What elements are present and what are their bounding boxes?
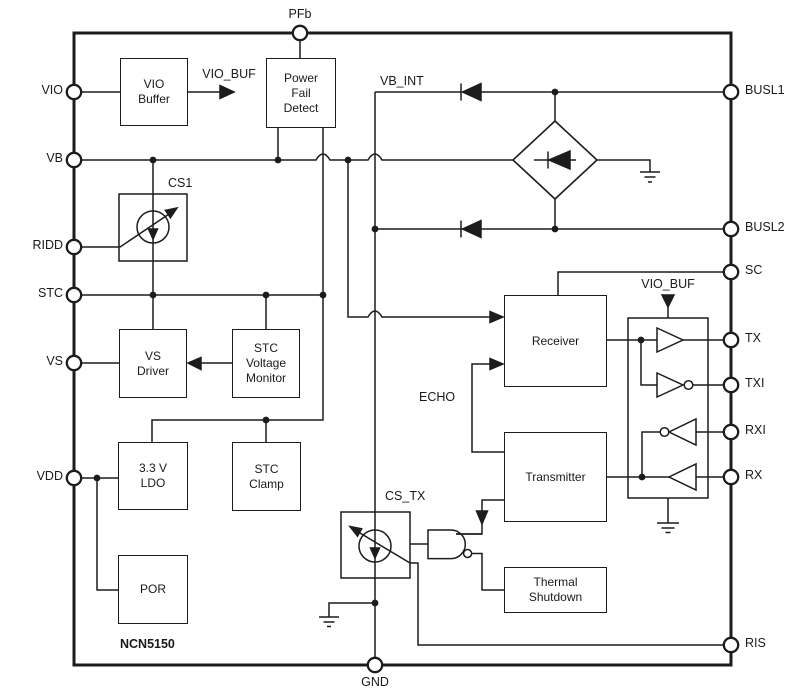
- pin-label-vb: VB: [46, 151, 63, 165]
- block-vs-driver: VS Driver: [119, 329, 187, 398]
- arrowhead-viobuf: [219, 84, 236, 100]
- pin-ris: [722, 636, 740, 654]
- block-vio-buffer: VIO Buffer: [120, 58, 188, 126]
- pin-label-busl2: BUSL2: [745, 220, 785, 234]
- wire-vb-to-receiver: [347, 160, 490, 318]
- ground-buffer-box: [657, 498, 679, 534]
- pin-label-ridd: RIDD: [32, 238, 63, 252]
- wire-rxi-inverted: [641, 431, 660, 477]
- signal-label-vb-int: VB_INT: [380, 74, 424, 88]
- pin-rxi: [722, 423, 740, 441]
- pin-label-vdd: VDD: [36, 469, 63, 483]
- pin-sc: [722, 263, 740, 281]
- pin-label-busl1: BUSL1: [745, 83, 785, 97]
- junction-dots: [93, 88, 646, 607]
- and-gate: [427, 529, 482, 560]
- inverter-rxi: [667, 417, 697, 447]
- pin-vio: [65, 83, 83, 101]
- wire-pfd-to-stc-ldo: [151, 128, 324, 442]
- wire-gate-to-thermal: [471, 552, 504, 591]
- inverter-txi-bubble: [683, 379, 694, 391]
- chip-boundary: [72, 31, 733, 667]
- io-buffer-box: [627, 317, 709, 499]
- block-transmitter: Transmitter: [504, 432, 607, 522]
- ground-bridge: [597, 159, 660, 183]
- pin-label-rx: RX: [745, 468, 763, 482]
- block-ldo: 3.3 V LDO: [118, 442, 188, 510]
- arrowhead-viobuf-right: [660, 294, 676, 309]
- ground-cstx: [319, 602, 375, 628]
- pin-label-sc: SC: [745, 263, 763, 277]
- pin-label-pfb: PFb: [288, 7, 312, 21]
- pin-label-gnd: GND: [361, 675, 389, 689]
- pin-circles: [65, 24, 740, 674]
- signal-label-cs-tx: CS_TX: [385, 489, 426, 503]
- pin-ridd: [65, 238, 83, 256]
- block-receiver: Receiver: [504, 295, 607, 387]
- buffer-tx: [656, 326, 685, 354]
- block-por: POR: [118, 555, 188, 624]
- part-number: NCN5150: [120, 637, 175, 651]
- pin-label-vs: VS: [46, 354, 63, 368]
- block-thermal-shutdown: Thermal Shutdown: [504, 567, 607, 613]
- pin-txi: [722, 376, 740, 394]
- pin-vs: [65, 354, 83, 372]
- pin-label-ris: RIS: [745, 636, 766, 650]
- arrowhead-receiver-input: [489, 310, 505, 324]
- buffer-rx: [667, 462, 697, 492]
- signal-label-echo: ECHO: [419, 390, 456, 404]
- block-stc-clamp: STC Clamp: [232, 442, 301, 511]
- arrowhead-echo: [489, 357, 505, 371]
- diode-busl1: [460, 82, 482, 102]
- block-power-fail-detect: Power Fail Detect: [266, 58, 336, 128]
- pin-label-tx: TX: [745, 331, 761, 345]
- diode-busl2: [460, 219, 482, 239]
- wire-echo: [471, 363, 504, 453]
- pin-label-rxi: RXI: [745, 423, 766, 437]
- inverter-txi: [656, 371, 685, 399]
- wire-receiver-out: [607, 339, 657, 386]
- arrowhead-vs-driver: [186, 356, 202, 371]
- pin-stc: [65, 286, 83, 304]
- block-stc-voltage-monitor: STC Voltage Monitor: [232, 329, 300, 398]
- pin-gnd: [366, 656, 384, 674]
- pin-label-stc: STC: [38, 286, 63, 300]
- inverter-rxi-bubble: [659, 426, 670, 438]
- pin-busl2: [722, 220, 740, 238]
- pin-label-vio: VIO: [41, 83, 63, 97]
- pin-vb: [65, 151, 83, 169]
- pin-label-txi: TXI: [745, 376, 765, 390]
- cs1-current-source: [118, 193, 188, 262]
- cstx-current-source: [340, 511, 411, 579]
- signal-label-cs1: CS1: [168, 176, 193, 190]
- wire-cstx-to-ris: [410, 562, 731, 646]
- signal-label-vio-buf-left: VIO_BUF: [202, 67, 256, 81]
- arrowhead-gate-input: [475, 510, 489, 526]
- pin-tx: [722, 331, 740, 349]
- signal-label-vio-buf-right: VIO_BUF: [641, 277, 695, 291]
- wire-vdd: [74, 477, 118, 591]
- wire-sc-to-receiver: [557, 271, 731, 295]
- wire-vb: [74, 153, 513, 161]
- pin-rx: [722, 468, 740, 486]
- arrowhead-cs1-variable: [164, 206, 179, 220]
- wire-ridd: [74, 211, 173, 248]
- bridge-rectifier: [511, 119, 599, 201]
- pin-pfb: [291, 24, 309, 42]
- pin-busl1: [722, 83, 740, 101]
- pin-vdd: [65, 469, 83, 487]
